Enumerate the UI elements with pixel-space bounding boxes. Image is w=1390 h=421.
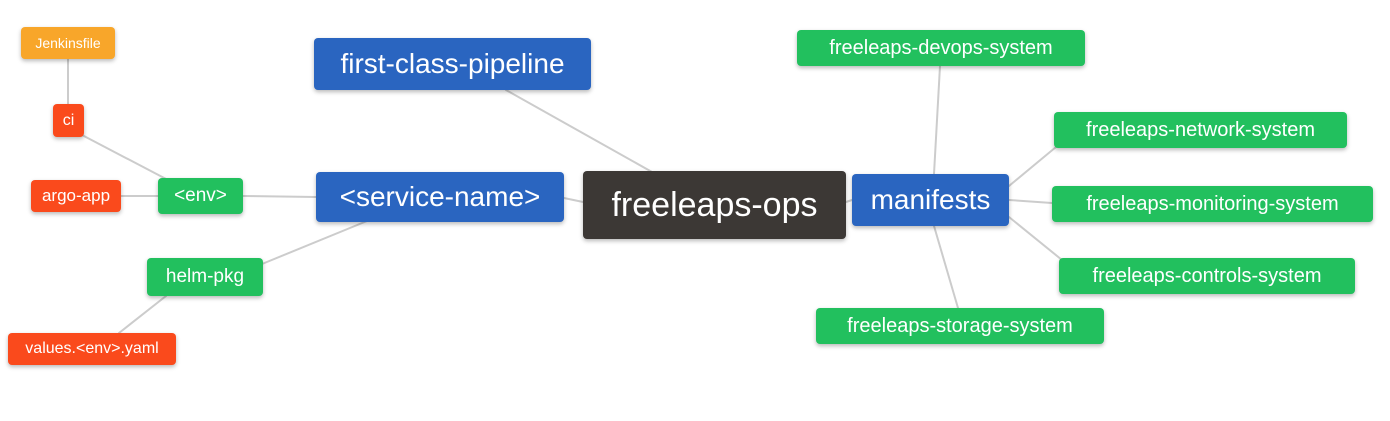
edge-manifests-network [1008, 146, 1057, 187]
node-argo-app[interactable]: argo-app [31, 180, 121, 212]
node-ci-label: ci [62, 111, 75, 129]
node-service-name-label: <service-name> [339, 181, 541, 212]
node-freeleaps-devops-system[interactable]: freeleaps-devops-system [797, 30, 1085, 66]
node-freeleaps-controls-system-label: freeleaps-controls-system [1092, 264, 1322, 287]
edge-env-service [242, 195, 317, 198]
edge-manifests-storage [933, 225, 959, 309]
node-service-name[interactable]: <service-name> [316, 172, 564, 222]
edge-ops-manifests [845, 199, 853, 203]
node-manifests-label: manifests [870, 184, 991, 215]
node-helm-pkg[interactable]: helm-pkg [147, 258, 263, 296]
node-values-env-yaml[interactable]: values.<env>.yaml [8, 333, 176, 365]
edge-helmpkg-values [118, 295, 167, 334]
node-argo-app-label: argo-app [41, 186, 111, 205]
node-freeleaps-devops-system-label: freeleaps-devops-system [829, 36, 1053, 59]
edge-service-ops [563, 197, 584, 203]
node-jenkinsfile-label: Jenkinsfile [35, 35, 101, 51]
node-manifests[interactable]: manifests [852, 174, 1009, 226]
node-values-env-yaml-label: values.<env>.yaml [25, 340, 159, 357]
node-freeleaps-network-system[interactable]: freeleaps-network-system [1054, 112, 1347, 148]
node-freeleaps-monitoring-system[interactable]: freeleaps-monitoring-system [1052, 186, 1373, 222]
node-ci[interactable]: ci [53, 104, 84, 137]
node-env[interactable]: <env> [158, 178, 243, 214]
node-freeleaps-ops-root[interactable]: freeleaps-ops [583, 171, 846, 239]
edge-ci-env [81, 134, 169, 181]
edge-service-helmpkg [261, 220, 368, 265]
edge-manifests-controls [1008, 216, 1063, 261]
node-env-label: <env> [174, 185, 227, 206]
node-freeleaps-storage-system-label: freeleaps-storage-system [847, 314, 1073, 337]
node-freeleaps-ops-label: freeleaps-ops [611, 185, 818, 224]
node-first-class-pipeline-label: first-class-pipeline [340, 48, 565, 79]
node-helm-pkg-label: helm-pkg [165, 266, 245, 287]
node-freeleaps-monitoring-system-label: freeleaps-monitoring-system [1086, 192, 1339, 215]
node-freeleaps-network-system-label: freeleaps-network-system [1086, 118, 1315, 141]
node-jenkinsfile[interactable]: Jenkinsfile [21, 27, 115, 59]
node-freeleaps-controls-system[interactable]: freeleaps-controls-system [1059, 258, 1355, 294]
edge-pipeline-ops [505, 89, 653, 173]
edge-manifests-monitoring [1008, 199, 1053, 204]
node-freeleaps-storage-system[interactable]: freeleaps-storage-system [816, 308, 1104, 344]
edge-manifests-devops [933, 65, 941, 175]
node-first-class-pipeline[interactable]: first-class-pipeline [314, 38, 591, 90]
